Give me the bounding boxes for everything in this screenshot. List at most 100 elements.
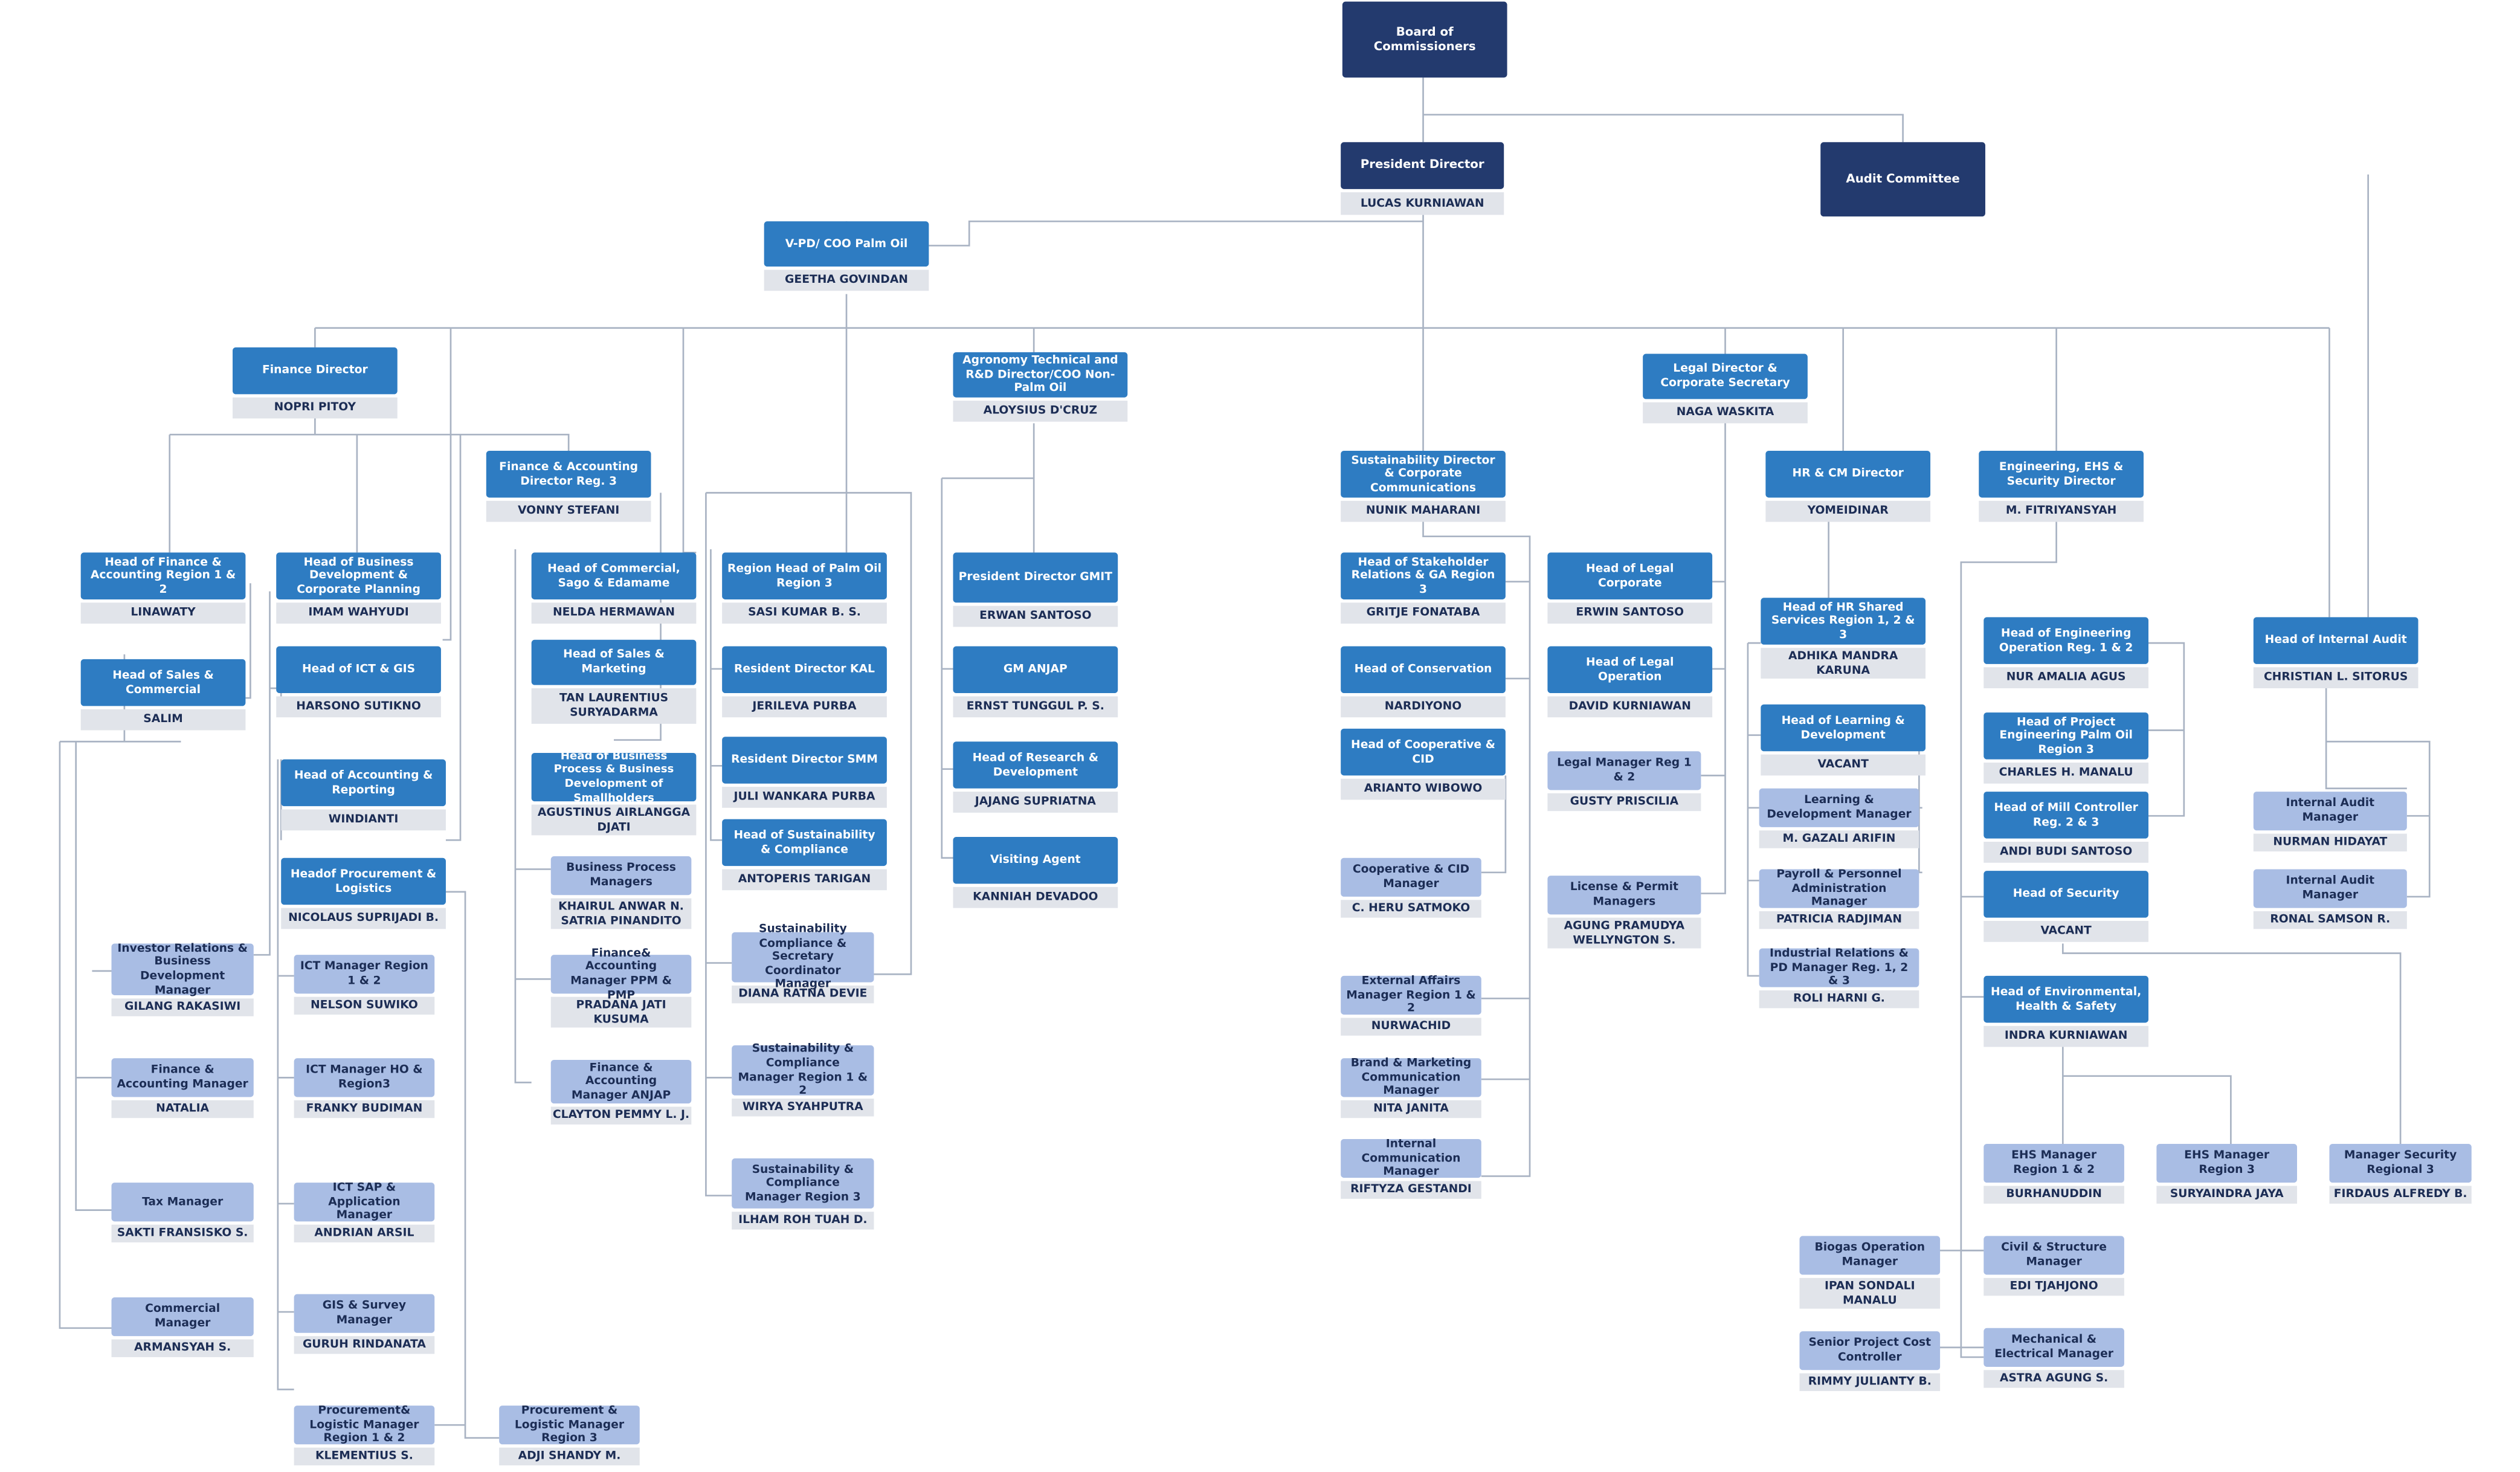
- node-person-name: HARSONO SUTIKNO: [276, 696, 441, 718]
- node-person-name: ADHIKA MANDRA KARUNA: [1761, 648, 1926, 679]
- node-title: Head of Commercial, Sago & Edamame: [531, 552, 697, 599]
- head-business-development-node: Head of Business Development & Corporate…: [276, 552, 441, 624]
- node-person-name: CHRISTIAN L. SITORUS: [2253, 667, 2418, 688]
- node-person-name: SURYAINDRA JAYA: [2156, 1186, 2298, 1204]
- node-title: Procurement & Logistic Manager Region 3: [499, 1404, 640, 1445]
- node-person-name: FIRDAUS ALFREDY B.: [2329, 1186, 2472, 1204]
- node-title: Sustainability & Compliance Manager Regi…: [732, 1158, 874, 1209]
- node-title: Internal Audit Manager: [2253, 869, 2407, 908]
- sustainability-coordinator-node: Sustainability Compliance & Secretary Co…: [732, 923, 874, 1004]
- node-person-name: DIANA RATNA DEVIE: [732, 985, 874, 1004]
- node-person-name: CHARLES H. MANALU: [1983, 762, 2149, 784]
- node-title: Head of Legal Corporate: [1547, 552, 1713, 599]
- node-title: Head of HR Shared Services Region 1, 2 &…: [1761, 598, 1926, 645]
- node-title: HR & CM Director: [1765, 450, 1931, 498]
- node-title: Agronomy Technical and R&D Director/COO …: [953, 352, 1128, 398]
- node-person-name: AGUNG PRAMUDYA WELLYNGTON S.: [1547, 917, 1701, 949]
- node-title: Head of Stakeholder Relations & GA Regio…: [1341, 552, 1506, 599]
- node-title: Finance Director: [233, 347, 398, 395]
- node-person-name: IMAM WAHYUDI: [276, 602, 441, 624]
- payroll-personnel-manager-node: Payroll & Personnel Administration Manag…: [1759, 868, 1919, 929]
- head-project-engineering-node: Head of Project Engineering Palm Oil Reg…: [1983, 712, 2149, 784]
- node-title: Engineering, EHS & Security Director: [1979, 450, 2144, 498]
- node-person-name: IPAN SONDALI MANALU: [1799, 1277, 1941, 1309]
- sustainability-manager-region3-node: Sustainability & Compliance Manager Regi…: [732, 1158, 874, 1230]
- node-title: Resident Director KAL: [722, 646, 887, 694]
- sustainability-director-node: Sustainability Director & Corporate Comm…: [1341, 450, 1506, 522]
- node-title: Sustainability Compliance & Secretary Co…: [732, 923, 874, 991]
- ehs-manager-region3-node: EHS Manager Region 3 SURYAINDRA JAYA: [2156, 1143, 2298, 1204]
- node-title: Cooperative & CID Manager: [1341, 857, 1481, 897]
- node-title: Head of Business Process & Business Deve…: [531, 749, 697, 804]
- node-person-name: DAVID KURNIAWAN: [1547, 696, 1713, 718]
- node-title: Internal Audit Manager: [2253, 792, 2407, 831]
- node-person-name: RIMMY JULIANTY B.: [1799, 1373, 1941, 1392]
- node-person-name: ANTOPERIS TARIGAN: [722, 869, 887, 891]
- node-title: License & Permit Managers: [1547, 876, 1701, 915]
- board-of-commissioners-node: Board of Commissioners: [1342, 1, 1507, 78]
- node-person-name: VACANT: [1761, 754, 1926, 776]
- node-title: Head of Sales & Commercial: [80, 659, 246, 706]
- node-person-name: EDI TJAHJONO: [1983, 1277, 2124, 1296]
- node-person-name: WINDIANTI: [281, 809, 446, 831]
- node-person-name: NELSON SUWIKO: [294, 996, 435, 1015]
- node-title: Legal Manager Reg 1 & 2: [1547, 751, 1701, 790]
- node-title: Finance& Accounting Manager PPM & PMP: [550, 946, 692, 1001]
- node-title: Resident Director SMM: [722, 737, 887, 784]
- node-title: V-PD/ COO Palm Oil: [764, 221, 929, 267]
- node-title: External Affairs Manager Region 1 & 2: [1341, 975, 1481, 1015]
- node-person-name: GEETHA GOVINDAN: [764, 270, 929, 291]
- node-title: Tax Manager: [111, 1183, 254, 1222]
- resident-director-smm-node: Resident Director SMM JULI WANKARA PURBA: [722, 737, 887, 808]
- node-person-name: KLEMENTIUS S.: [294, 1447, 435, 1466]
- node-person-name: GRITJE FONATABA: [1341, 602, 1506, 624]
- node-person-name: LINAWATY: [80, 602, 246, 624]
- node-person-name: ARIANTO WIBOWO: [1341, 778, 1506, 800]
- node-person-name: M. FITRIYANSYAH: [1979, 500, 2144, 522]
- sustainability-manager-region12-node: Sustainability & Compliance Manager Regi…: [732, 1042, 874, 1117]
- node-title: President Director GMIT: [953, 552, 1118, 603]
- node-person-name: SASI KUMAR B. S.: [722, 602, 887, 624]
- node-person-name: ILHAM ROH TUAH D.: [732, 1212, 874, 1230]
- node-person-name: NUNIK MAHARANI: [1341, 500, 1506, 522]
- node-person-name: RIFTYZA GESTANDI: [1341, 1181, 1481, 1199]
- node-title: Payroll & Personnel Administration Manag…: [1759, 868, 1919, 908]
- node-person-name: NATALIA: [111, 1100, 254, 1119]
- node-title: EHS Manager Region 1 & 2: [1983, 1143, 2124, 1183]
- node-title: President Director: [1341, 142, 1504, 189]
- node-person-name: ARMANSYAH S.: [111, 1339, 254, 1357]
- node-person-name: C. HERU SATMOKO: [1341, 900, 1481, 918]
- node-person-name: LUCAS KURNIAWAN: [1341, 192, 1504, 215]
- agronomy-director-node: Agronomy Technical and R&D Director/COO …: [953, 352, 1128, 422]
- node-title: Finance & Accounting Director Reg. 3: [486, 450, 651, 498]
- node-title: Sustainability Director & Corporate Comm…: [1341, 450, 1506, 498]
- node-person-name: M. GAZALI ARIFIN: [1759, 830, 1919, 848]
- node-person-name: GILANG RAKASIWI: [111, 998, 254, 1016]
- node-person-name: JULI WANKARA PURBA: [722, 787, 887, 808]
- node-title: EHS Manager Region 3: [2156, 1143, 2298, 1183]
